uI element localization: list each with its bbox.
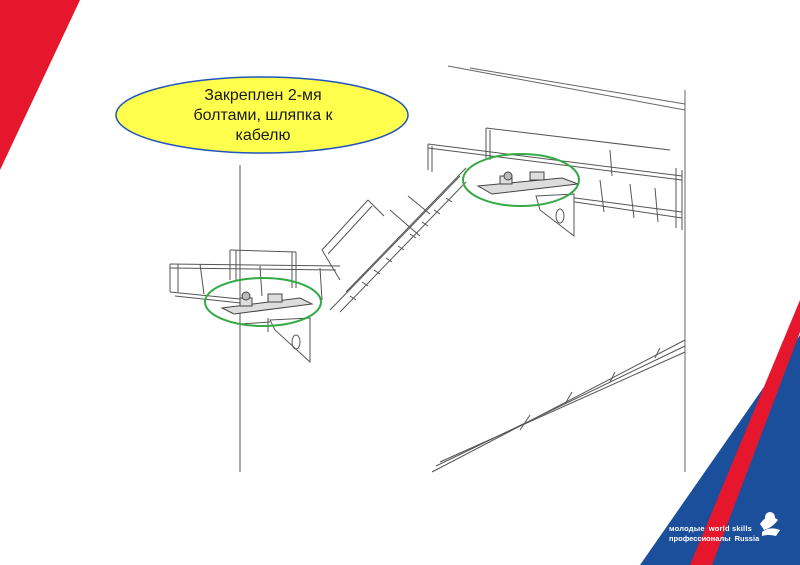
upper-bolt-highlight: [462, 153, 580, 207]
callout-line-3: кабелю: [235, 127, 291, 144]
upper-clamp-detail: [476, 171, 579, 195]
logo-text-professionaly: профессионалы: [669, 534, 731, 543]
upper-cable-tray: [427, 127, 683, 230]
inclined-ladder: [321, 167, 467, 313]
callout-line-2: болтами, шляпка к: [193, 107, 333, 124]
logo-text-molodye: молодые: [669, 524, 705, 533]
corner-red-strip: [690, 300, 800, 565]
callout-text: Закреплен 2-мя болтами, шляпка к кабелю: [128, 86, 398, 146]
callout-line-1: Закреплен 2-мя: [204, 87, 322, 104]
worldskills-logo-icon: [760, 512, 780, 536]
bottom-rail: [431, 339, 686, 473]
corner-blue-triangle: [640, 335, 800, 565]
lower-cable-tray: [169, 249, 341, 305]
lower-clamp-detail: [220, 291, 314, 315]
lower-bolt-highlight: [204, 277, 322, 327]
callout-bubble: [115, 76, 409, 154]
logo-text-worldskills: world skills: [708, 524, 752, 533]
corner-red-triangle: [0, 0, 80, 170]
wall-lines: [447, 65, 686, 472]
logo-text-russia: Russia: [734, 534, 760, 543]
lower-bracket: [239, 317, 311, 364]
